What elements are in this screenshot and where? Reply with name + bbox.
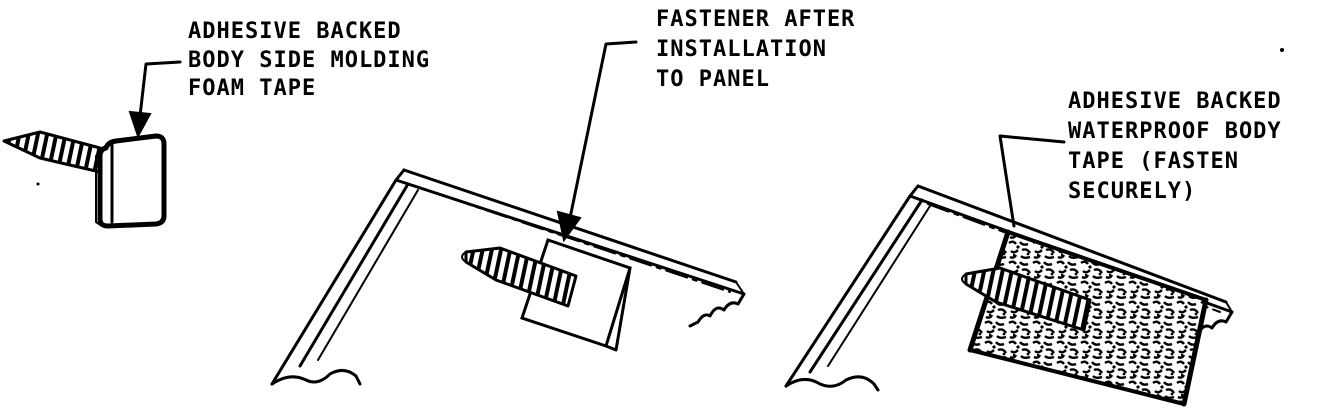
speck — [1280, 48, 1284, 52]
foam-tape-label-line-2: BODY SIDE MOLDING — [188, 48, 430, 73]
speck — [36, 182, 40, 186]
panel-with-waterproof-tape — [784, 184, 1234, 407]
foam-tape-label: ADHESIVE BACKED BODY SIDE MOLDING FOAM T… — [188, 19, 430, 101]
loose-fastener-with-foam-tape — [2, 130, 167, 229]
waterproof-tape-label-line-3: TAPE (FASTEN — [1068, 149, 1239, 174]
waterproof-tape-label-line-1: ADHESIVE BACKED — [1068, 89, 1282, 114]
waterproof-tape-label-line-2: WATERPROOF BODY — [1068, 119, 1282, 144]
foam-tape-label-line-3: FOAM TAPE — [188, 76, 316, 101]
fastener-label-line-3: TO PANEL — [656, 67, 770, 92]
waterproof-tape-label-line-4: SECURELY) — [1068, 179, 1196, 204]
fastener-label: FASTENER AFTER INSTALLATION TO PANEL — [656, 7, 855, 92]
fastener-leader-arrow — [556, 40, 638, 243]
fastener-label-line-2: INSTALLATION — [656, 37, 827, 62]
foam-tape-label-line-1: ADHESIVE BACKED — [188, 19, 402, 44]
fastener-label-line-1: FASTENER AFTER — [656, 7, 855, 32]
panel-with-installed-fastener — [270, 168, 746, 386]
foam-tape-leader-arrow — [128, 60, 182, 139]
waterproof-tape-label: ADHESIVE BACKED WATERPROOF BODY TAPE (FA… — [1068, 89, 1282, 204]
waterproof-tape-leader-line — [998, 134, 1066, 228]
